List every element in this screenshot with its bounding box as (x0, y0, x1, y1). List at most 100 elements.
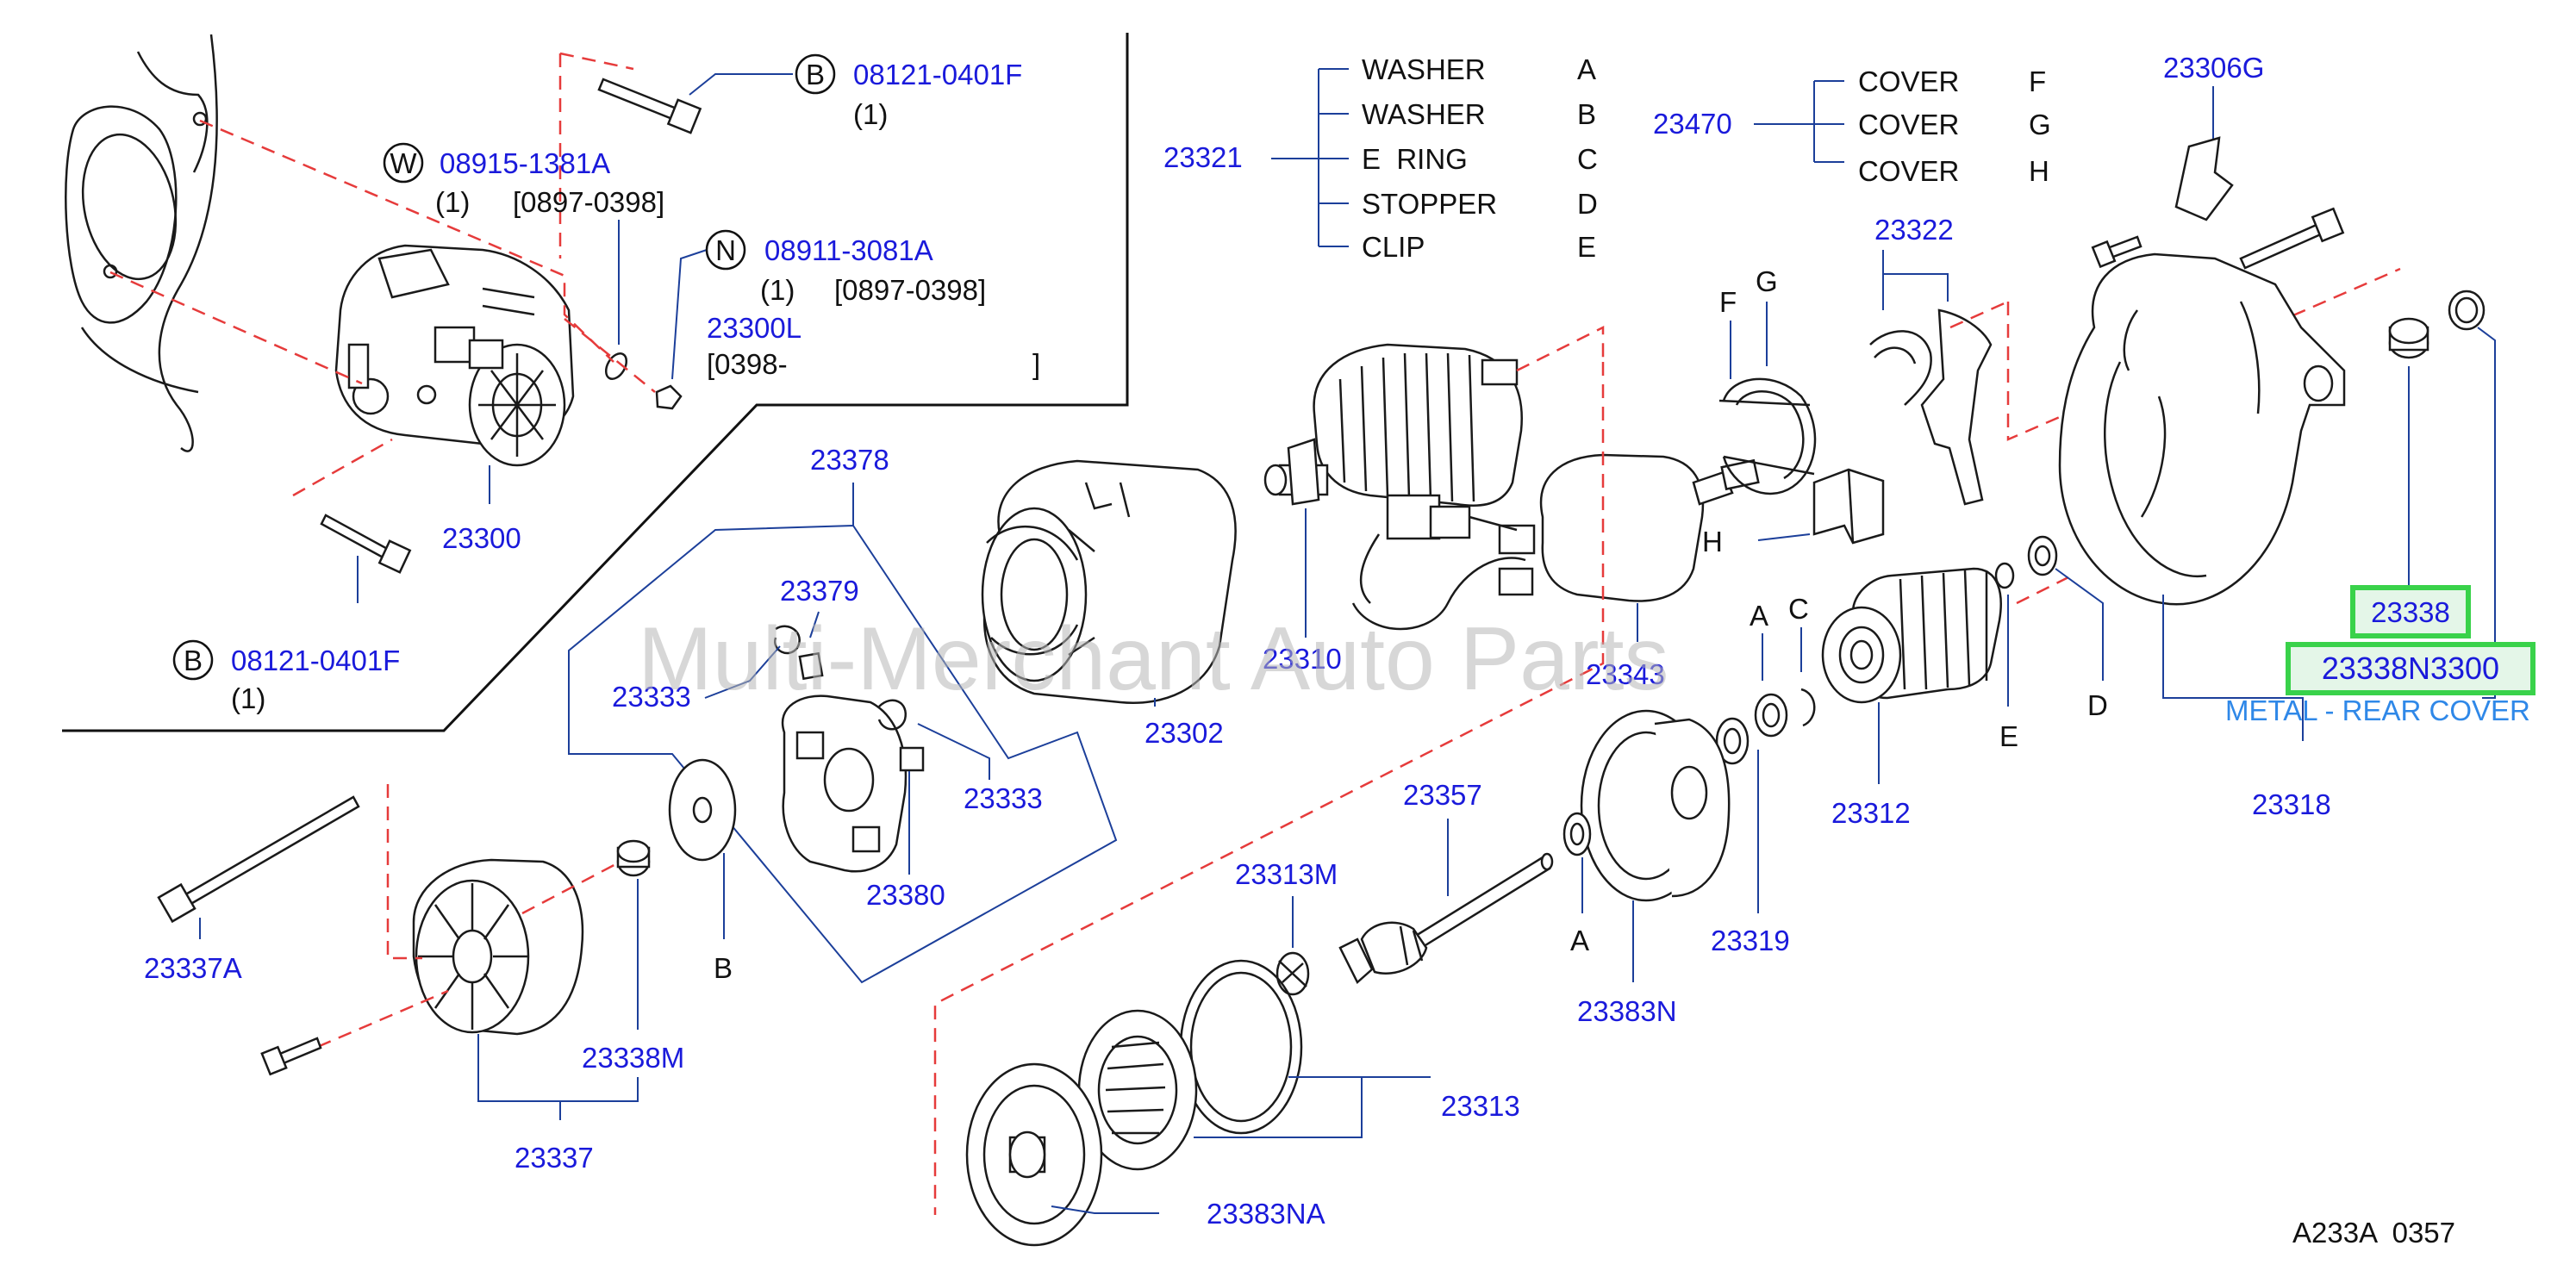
group-23321-item-2-letter: B (1577, 98, 1596, 130)
washer-23319-drawing (1715, 717, 1750, 765)
callout-l-range-close: ] (1032, 348, 1040, 380)
engine-block-drawing (65, 34, 218, 452)
yoke-23302-drawing (981, 459, 1237, 704)
group-23470-number: 23470 (1653, 108, 1732, 140)
gear-23313M-drawing (1276, 951, 1310, 996)
callout-w-number: 08915-1381A (440, 147, 610, 179)
bushing-23338M-drawing (616, 839, 651, 877)
inset-fasteners (320, 78, 702, 574)
group-23321-item-2-name: WASHER (1362, 98, 1486, 130)
svg-text:B: B (184, 645, 203, 676)
part-23378: 23378 (810, 444, 889, 476)
highlight-23338N3300[interactable]: 23338N3300 (2286, 642, 2535, 695)
callout-l-number: 23300L (707, 312, 801, 344)
part-23338N3300: 23338N3300 (2322, 651, 2499, 686)
group-23321-item-3-letter: C (1577, 143, 1598, 175)
inset-leaders (357, 73, 793, 603)
e-ring-drawing (1800, 688, 1816, 727)
guide-center (933, 362, 1605, 1215)
washer-b-drawing (668, 758, 737, 862)
brush-plate-drawing (781, 694, 908, 873)
part-23343: 23343 (1586, 658, 1665, 690)
svg-text:W: W (390, 147, 417, 179)
starter-assembly-drawing (334, 244, 575, 467)
group-23470-item-2-name: COVER (1858, 109, 1959, 140)
clip-e-drawing (1994, 562, 2015, 589)
clutch-23312-drawing (1821, 567, 2002, 704)
callout-b-top-qty: (1) (853, 98, 888, 130)
solenoid-23343-drawing (1351, 453, 1760, 631)
group-23321-item-4-letter: D (1577, 188, 1598, 220)
part-23312: 23312 (1831, 797, 1911, 829)
group-23321: 23321 WASHER A WASHER B E RING C STOPPER… (1163, 53, 1598, 263)
callout-b-bottom-qty: (1) (231, 682, 265, 714)
part-23383N: 23383N (1577, 995, 1677, 1027)
letter-F: F (1719, 286, 1737, 318)
part-23310: 23310 (1263, 643, 1342, 675)
highlight-description: METAL - REAR COVER (2225, 694, 2530, 726)
letter-A-lower: A (1570, 925, 1589, 956)
part-23333-right: 23333 (964, 782, 1043, 814)
letter-H: H (1702, 526, 1723, 557)
part-23338: 23338 (2371, 596, 2450, 628)
letter-B: B (714, 952, 733, 984)
stopper-d-drawing (2027, 535, 2058, 576)
housing-23383NA-drawing (965, 1062, 1103, 1247)
washer-a-lower-drawing (1562, 812, 1592, 856)
clip-23322-drawing (1869, 308, 1993, 506)
end-cover-23337-drawing (412, 858, 584, 1036)
group-23321-item-4-name: STOPPER (1362, 188, 1497, 220)
diagram-code: A233A 0357 (2292, 1217, 2455, 1249)
inset-guide-lines (109, 52, 656, 497)
group-23321-item-3-name: E RING (1362, 143, 1468, 175)
part-23333-left: 23333 (612, 681, 691, 713)
part-23313: 23313 (1441, 1090, 1520, 1122)
cap-drawing (2448, 290, 2486, 331)
bolt-long-drawing (2239, 222, 2324, 270)
inset-frame (62, 33, 1129, 732)
bushing-drawing (2388, 317, 2429, 359)
part-23322: 23322 (1874, 214, 1954, 246)
part-23357: 23357 (1403, 779, 1482, 811)
svg-text:N: N (715, 234, 736, 266)
group-23470-item-1-name: COVER (1858, 65, 1959, 97)
callout-n-qty: (1) (760, 274, 795, 306)
group-23321-item-5-letter: E (1577, 231, 1596, 263)
group-23470-item-3-name: COVER (1858, 155, 1959, 187)
part-23383NA: 23383NA (1207, 1198, 1325, 1230)
letter-G: G (1756, 265, 1778, 297)
part-23337A: 23337A (144, 952, 242, 984)
part-23300: 23300 (442, 522, 521, 554)
rear-cover-23318-drawing (2058, 252, 2346, 606)
ring-23313-drawing (1179, 959, 1303, 1135)
part-23302: 23302 (1145, 717, 1224, 749)
highlight-23338[interactable]: 23338 (2350, 585, 2471, 638)
callout-l-range: [0398- (707, 348, 788, 380)
part-23319: 23319 (1711, 925, 1790, 956)
callout-n-range: [0897-0398] (834, 274, 986, 306)
letter-C: C (1788, 593, 1809, 625)
spring-23379-drawing (773, 625, 824, 681)
group-23321-item-1-letter: A (1577, 53, 1596, 85)
group-23470-item-1-letter: F (2029, 65, 2046, 97)
armature-23310-drawing (1263, 343, 1523, 507)
part-23318: 23318 (2252, 788, 2331, 820)
callout-n-number: 08911-3081A (764, 234, 933, 266)
letter-A-upper: A (1750, 600, 1768, 632)
cover-fg-drawing (1718, 377, 1817, 495)
brush-23333-drawing (877, 699, 925, 772)
part-23338M: 23338M (582, 1042, 684, 1074)
housing-23383N-drawing (1580, 709, 1731, 902)
callout-b-bottom-number: 08121-0401F (231, 645, 400, 676)
circled-letter-b-top: B (795, 53, 836, 95)
part-23379: 23379 (780, 575, 859, 607)
group-23321-item-5-name: CLIP (1362, 231, 1425, 263)
group-23470-item-2-letter: G (2029, 109, 2051, 140)
through-bolt-drawing (157, 795, 360, 924)
callout-w-qty: (1) (435, 186, 470, 218)
svg-text:B: B (806, 59, 825, 90)
bracket-23306G-drawing (2174, 136, 2234, 221)
group-23470: 23470 COVER F COVER G COVER H (1653, 65, 2051, 187)
shaft-23357-drawing (1338, 852, 1554, 985)
